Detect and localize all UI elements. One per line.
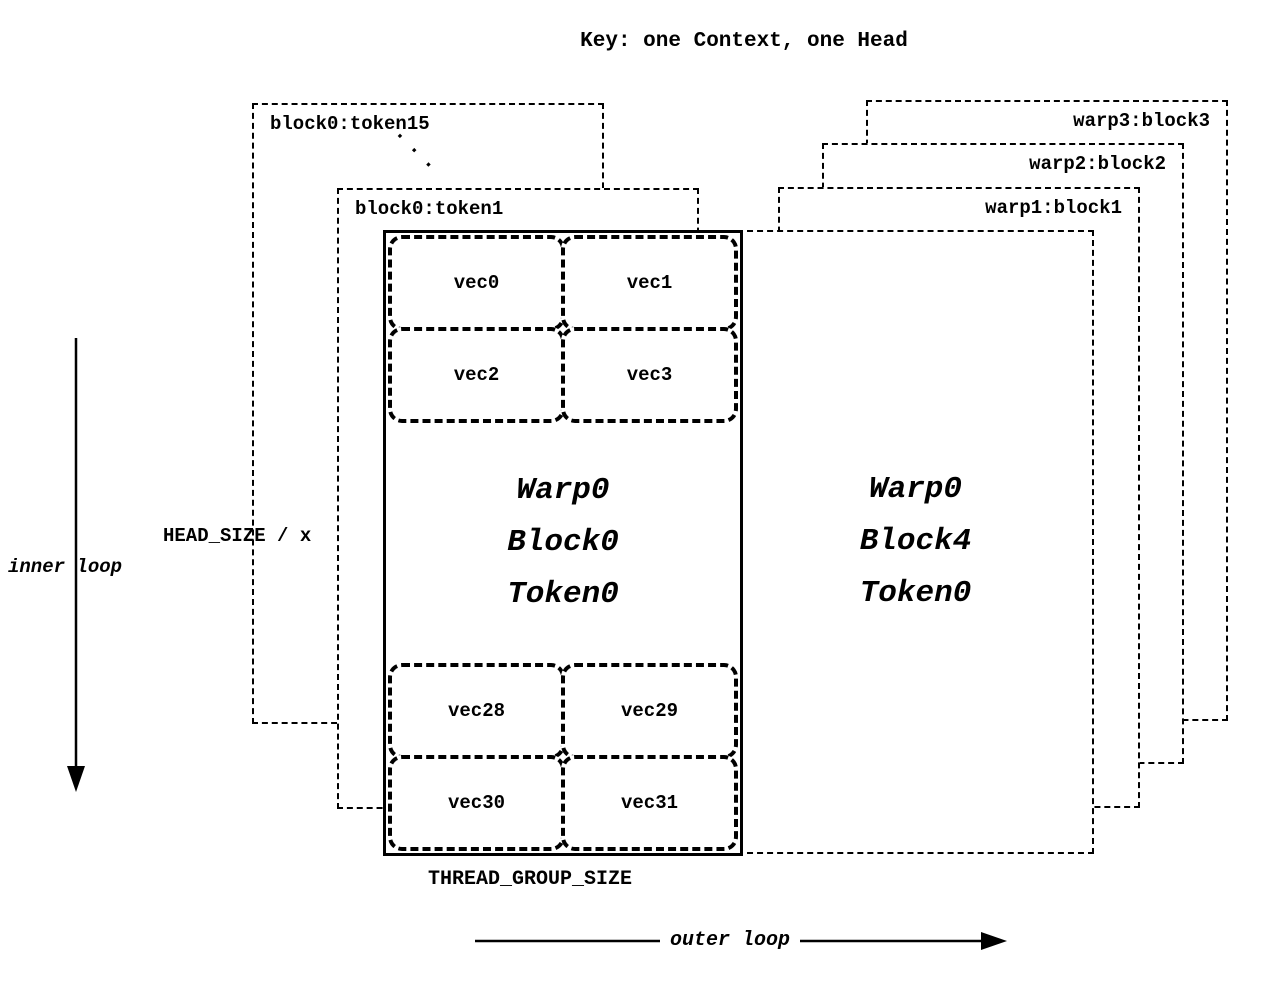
vec-row: vec0 vec1 (388, 235, 738, 331)
vec0-cell: vec0 (388, 235, 565, 331)
block4-warp-line: Warp0 (868, 472, 962, 507)
vec30-cell: vec30 (388, 755, 565, 851)
vec1-cell: vec1 (561, 235, 738, 331)
inner-loop-arrow (67, 338, 85, 792)
vec-row: vec2 vec3 (388, 327, 738, 423)
vec31-cell: vec31 (561, 755, 738, 851)
block0-token1-label: block0:token1 (355, 198, 504, 220)
main-block-title: Warp0 Block0 Token0 (386, 465, 740, 621)
diagram-title: Key: one Context, one Head (580, 30, 908, 53)
vec28-cell: vec28 (388, 663, 565, 759)
block4-token-line: Token0 (859, 576, 972, 611)
block4-block-line: Block4 (859, 524, 972, 559)
head-size-label: HEAD_SIZE / x (163, 525, 312, 547)
top-vec-group: vec0 vec1 vec2 vec3 (388, 235, 738, 423)
vec-row: vec28 vec29 (388, 663, 738, 759)
outer-loop-label: outer loop (660, 929, 801, 952)
warp3-block3-label: warp3:block3 (1073, 110, 1210, 132)
warp0-block4-token0-box: Warp0 Block4 Token0 (737, 230, 1094, 854)
block4-title: Warp0 Block4 Token0 (739, 464, 1092, 620)
warp1-block1-label: warp1:block1 (985, 197, 1122, 219)
main-block-line: Block0 (507, 525, 619, 560)
warp0-block0-token0-box: vec0 vec1 vec2 vec3 Warp0 Block0 Token0 … (383, 230, 743, 856)
main-warp-line: Warp0 (516, 473, 610, 508)
thread-group-size-label: THREAD_GROUP_SIZE (428, 868, 633, 891)
vec2-cell: vec2 (388, 327, 565, 423)
vec-row: vec30 vec31 (388, 755, 738, 851)
inner-loop-label: inner loop (8, 556, 123, 578)
vec29-cell: vec29 (561, 663, 738, 759)
vec3-cell: vec3 (561, 327, 738, 423)
main-token-line: Token0 (507, 577, 619, 612)
bottom-vec-group: vec28 vec29 vec30 vec31 (388, 663, 738, 851)
warp2-block2-label: warp2:block2 (1029, 153, 1166, 175)
block0-token15-label: block0:token15 (270, 113, 430, 135)
